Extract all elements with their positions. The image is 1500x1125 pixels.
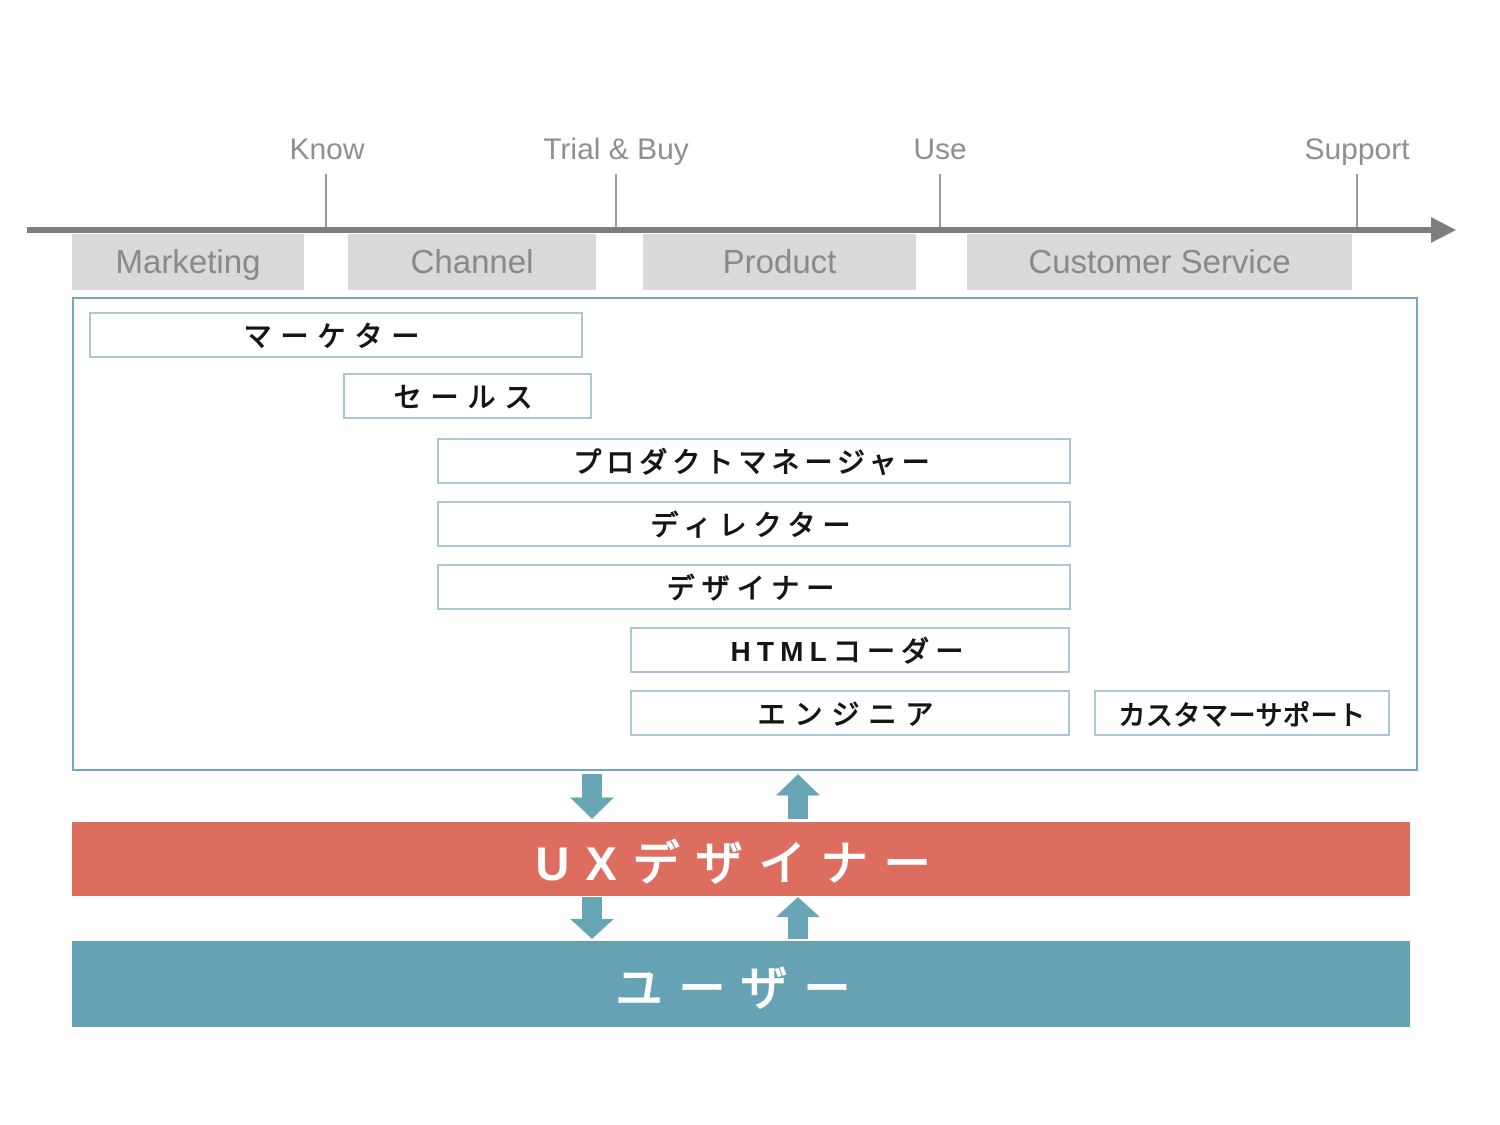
stage-label-know: Know <box>289 133 365 166</box>
timeline-axis <box>27 227 1433 233</box>
role-box-sales: セールス <box>343 373 592 419</box>
role-box-customer-support: カスタマーサポート <box>1094 690 1390 736</box>
user-bar: ユーザー <box>72 941 1410 1027</box>
role-box-product-manager: プロダクトマネージャー <box>437 438 1071 484</box>
stage-label-support: Support <box>1304 133 1410 166</box>
department-box-customer-service: Customer Service <box>967 234 1352 290</box>
ux-designer-bar: UXデザイナー <box>72 822 1410 896</box>
timeline-arrowhead-icon <box>1431 217 1456 243</box>
role-box-director: ディレクター <box>437 501 1071 547</box>
stage-tick-use <box>939 174 941 228</box>
stage-label-use: Use <box>913 133 967 166</box>
arrow-down-icon <box>570 774 614 819</box>
department-box-product: Product <box>643 234 916 290</box>
role-box-engineer: エンジニア <box>630 690 1070 736</box>
stage-label-trial-and-buy: Trial & Buy <box>543 133 689 166</box>
role-box-marketer: マーケター <box>89 312 583 358</box>
department-box-marketing: Marketing <box>72 234 304 290</box>
arrow-down-icon <box>570 897 614 939</box>
role-box-designer: デザイナー <box>437 564 1071 610</box>
department-box-channel: Channel <box>348 234 596 290</box>
arrow-up-icon <box>776 897 820 939</box>
stage-tick-trial-and-buy <box>615 174 617 228</box>
arrow-up-icon <box>776 774 820 819</box>
stage-tick-support <box>1356 174 1358 228</box>
role-box-html-coder: HTMLコーダー <box>630 627 1070 673</box>
stage-tick-know <box>325 174 327 228</box>
